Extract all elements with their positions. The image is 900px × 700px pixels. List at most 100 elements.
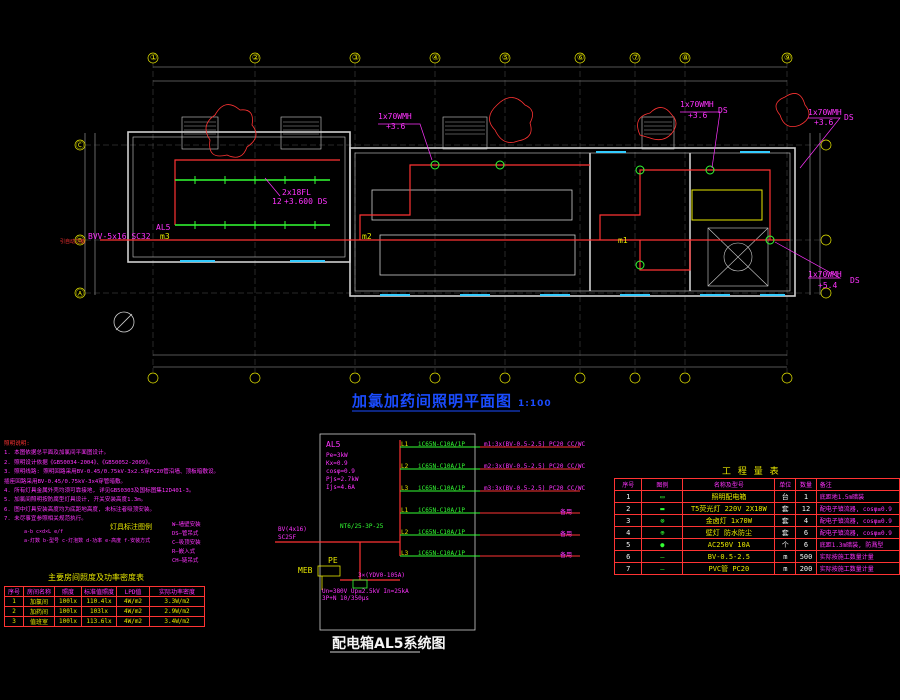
- circuit-outgoing: [480, 446, 580, 557]
- lamp2-label: 1x70WMH: [680, 100, 714, 109]
- sys-panel-name: AL5: [326, 440, 341, 449]
- circuit-2-phase: L2: [401, 463, 409, 470]
- grid-label-2: ②: [252, 53, 260, 62]
- pe-label: PE: [328, 556, 338, 565]
- revision-clouds: [205, 93, 810, 158]
- grid-label-9: ⑨: [784, 53, 792, 62]
- circuit-3-breaker: iC65N-C10A/1P: [418, 485, 465, 492]
- fluor-count: 12: [272, 197, 282, 206]
- install-w: W—墙壁安装: [172, 522, 201, 528]
- grid-label-5: ⑤: [502, 53, 510, 62]
- legend-key-title: 灯具标注图例: [110, 523, 152, 531]
- lamp2-height: +3.6: [688, 111, 708, 120]
- install-ds: DS—管吊式: [172, 531, 199, 537]
- roof-equipment: [181, 116, 675, 150]
- circuit-5-cable: 备用: [560, 531, 573, 538]
- panel-enclosure: [319, 433, 476, 631]
- circuit-6-phase: L3: [401, 550, 409, 557]
- panel-param-ijs: Ijs=4.6A: [326, 484, 355, 491]
- lamp1-height: +3.6: [386, 122, 406, 131]
- design-notes: 照明说明: 1. 本图依据总平面及加氯间平面图设计。 2. 照明设计依据《GB5…: [4, 441, 220, 523]
- room-table-title: 主要房间照度及功率密度表: [48, 573, 144, 582]
- incoming-label: BVV-5x16 SC32: [88, 232, 151, 241]
- circuit-1-breaker: iC65N-C10A/1P: [418, 441, 465, 448]
- spd-params: Un=380V Up≤2.5kV In=25kA 3P+N 10/350μs: [322, 588, 409, 602]
- circuit-m3: m3: [160, 232, 170, 241]
- circuit-2-cable: m2:3x(BV-0.5-2.5) PC20 CC/WC: [484, 463, 586, 470]
- grid-label-3: ③: [352, 53, 360, 62]
- control-cabinet: [691, 189, 763, 221]
- lamp4-label: 1x70WMH: [808, 270, 842, 279]
- spd-symbol: [352, 579, 368, 589]
- install-ch: CH—链吊式: [172, 558, 199, 564]
- fluor-label: 2x18FL: [282, 188, 311, 197]
- main-breaker: NT6/25-3P-25: [340, 523, 384, 530]
- incoming-source: 引自动力箱: [60, 239, 86, 245]
- halide-lamps: [430, 160, 775, 270]
- circuit-6-breaker: iC65N-C10A/1P: [418, 550, 465, 557]
- panel-param-cos: cosφ=0.9: [326, 468, 355, 475]
- lamp2-sub: DS: [718, 106, 728, 115]
- spd-label: 3×(YDV0-105A): [358, 572, 405, 579]
- circuit-4-phase: L1: [401, 507, 409, 514]
- grid-label-6: ⑥: [577, 53, 585, 62]
- lamp-ticks: [194, 176, 316, 229]
- equipment-pad: [707, 227, 769, 287]
- circuit-5-phase: L2: [401, 529, 409, 536]
- equipment-table-title: 工 程 量 表: [722, 467, 781, 477]
- grid-label-b: Ⓑ: [76, 236, 84, 245]
- grid-label-c: Ⓒ: [76, 141, 84, 150]
- fluorescent-lamps: [175, 179, 330, 226]
- legend-desc: a-灯数 b-型号 c-灯泡数 d-功率 e-高度 f-安装方式: [24, 538, 151, 544]
- grid-label-a: Ⓐ: [76, 289, 84, 298]
- legend-format: a-b c×d×L e/f: [24, 529, 64, 535]
- breaker-symbols: [400, 446, 480, 557]
- pe-bar: [317, 565, 341, 590]
- windows: [180, 151, 785, 296]
- north-arrow: [113, 311, 135, 333]
- circuit-5-breaker: iC65N-C10A/1P: [418, 529, 465, 536]
- lamp3-label: 1x70WMH: [808, 108, 842, 117]
- lamp3-sub: DS: [844, 113, 854, 122]
- circuit-m1: m1: [618, 236, 628, 245]
- grid-label-8: ⑧: [682, 53, 690, 62]
- circuit-m2: m2: [362, 232, 372, 241]
- sys-incoming: BV(4x16): [278, 526, 307, 533]
- grid-bubbles: [74, 52, 832, 384]
- equipment-table-header: 序号 图例 名称及型号 单位 数量 备注: [613, 478, 900, 491]
- building-walls: [127, 131, 796, 297]
- meb-label: MEB: [298, 566, 313, 575]
- label-leaders: [264, 111, 842, 279]
- lamp4-height: +5.4: [818, 281, 838, 290]
- circuit-3-cable: m3:3x(BV-0.5-2.5) PC20 CC/WC: [484, 485, 586, 492]
- fluor-height: +3.600 DS: [284, 197, 328, 206]
- power-circuits: [100, 159, 790, 271]
- circuit-3-phase: L3: [401, 485, 409, 492]
- grid-label-7: ⑦: [632, 53, 640, 62]
- busbar: [275, 440, 401, 581]
- roof-hatching: [184, 121, 672, 135]
- lamp1-label: 1x70WMH: [378, 112, 412, 121]
- circuit-6-cable: 备用: [560, 552, 573, 559]
- install-r: R—嵌入式: [172, 549, 196, 555]
- panel-param-pe: Pe=3kW: [326, 452, 348, 459]
- circuit-1-cable: m1:3x(BV-0.5-2.5) PC20 CC/WC: [484, 441, 586, 448]
- install-c: C—吸顶安装: [172, 540, 201, 546]
- panel-label: AL5: [156, 223, 171, 232]
- lamp3-height: +3.6: [814, 118, 834, 127]
- dimension-lines: [84, 66, 821, 368]
- sys-incoming-conduit: SC25F: [278, 534, 297, 541]
